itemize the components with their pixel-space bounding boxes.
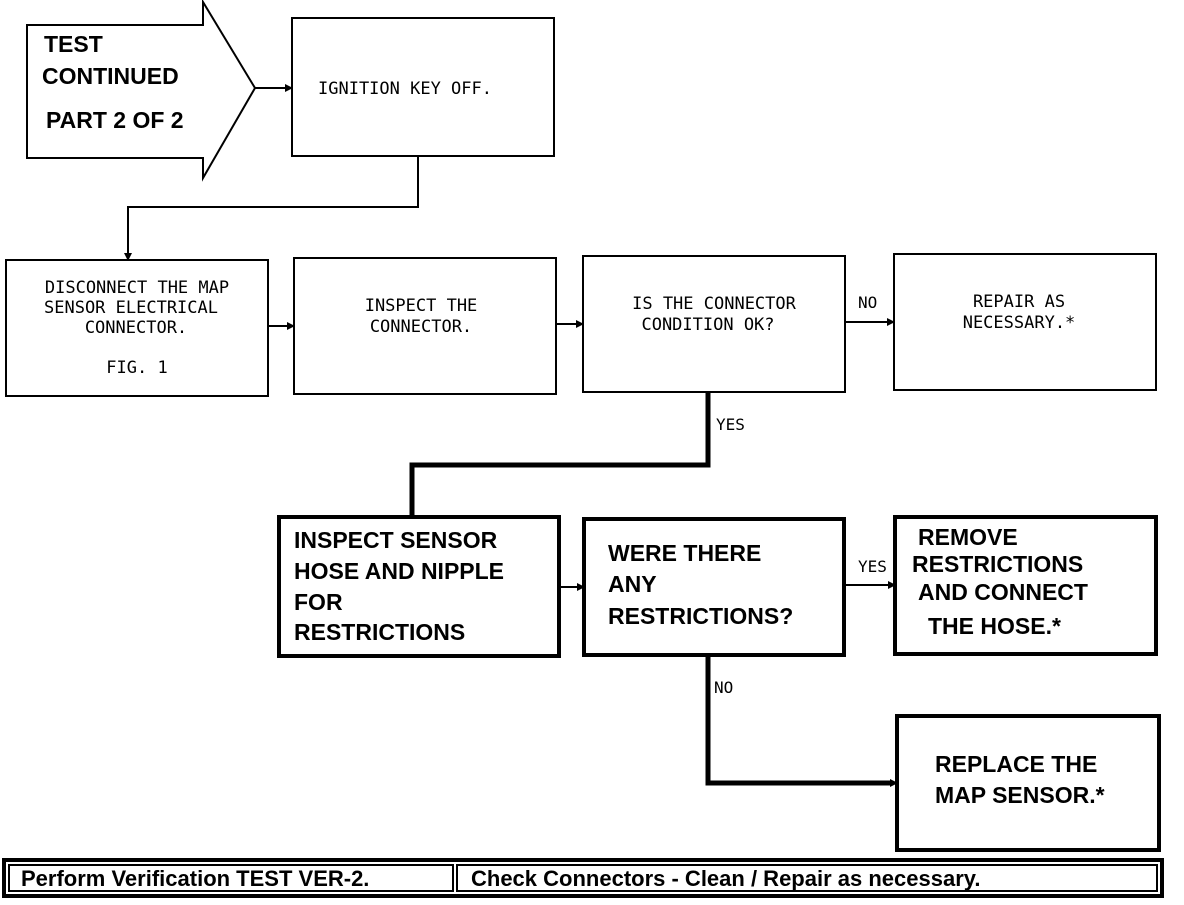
inspect-hose-line-2: HOSE AND NIPPLE bbox=[294, 558, 504, 584]
connector-ok-line-2: CONDITION OK? bbox=[641, 315, 774, 335]
connector-condition-box: IS THE CONNECTOR CONDITION OK? bbox=[582, 255, 846, 393]
arrow-connectors bbox=[559, 581, 898, 787]
connector-ok-line-1: IS THE CONNECTOR bbox=[632, 294, 797, 314]
inspect-connector-line-1: INSPECT THE bbox=[365, 296, 478, 316]
inspect-hose-line-3: FOR bbox=[294, 589, 343, 615]
disconnect-map-sensor-box: DISCONNECT THE MAP SENSOR ELECTRICAL CON… bbox=[5, 259, 269, 397]
inspect-hose-line-4: RESTRICTIONS bbox=[294, 619, 465, 645]
replace-map-sensor-box: REPLACE THE MAP SENSOR.* bbox=[895, 714, 1161, 852]
label-yes-connector: YES bbox=[716, 415, 745, 434]
replace-line-2: MAP SENSOR.* bbox=[935, 782, 1105, 808]
were-there-restrictions-box: WERE THERE ANY RESTRICTIONS? bbox=[582, 517, 846, 657]
ignition-key-off-box: IGNITION KEY OFF. bbox=[291, 17, 555, 157]
remove-restrictions-box: REMOVE RESTRICTIONS AND CONNECT THE HOSE… bbox=[893, 515, 1158, 656]
connector-ignition-to-disconnect bbox=[124, 156, 419, 261]
start-line-3: PART 2 OF 2 bbox=[46, 107, 184, 133]
label-no-restrictions: NO bbox=[714, 678, 733, 697]
footer-bar: Perform Verification TEST VER-2. Check C… bbox=[2, 858, 1164, 898]
thick-connectors bbox=[409, 392, 892, 786]
inspect-connector-box: INSPECT THE CONNECTOR. bbox=[293, 257, 557, 395]
inspect-sensor-hose-box: INSPECT SENSOR HOSE AND NIPPLE FOR RESTR… bbox=[277, 515, 561, 658]
disconnect-line-3: CONNECTOR. bbox=[85, 318, 187, 338]
footer-verification-text: Perform Verification TEST VER-2. bbox=[21, 866, 369, 891]
remove-line-1: REMOVE bbox=[918, 524, 1018, 550]
start-line-1: TEST bbox=[44, 31, 103, 57]
label-yes-restrictions: YES bbox=[858, 557, 887, 576]
start-arrow: TEST CONTINUED PART 2 OF 2 bbox=[26, 0, 257, 182]
replace-line-1: REPLACE THE bbox=[935, 751, 1097, 777]
connector-yes-to-inspect-hose bbox=[409, 392, 711, 517]
thin-connectors bbox=[124, 84, 895, 330]
repair-line-1: REPAIR AS bbox=[973, 292, 1065, 312]
disconnect-line-4: FIG. 1 bbox=[106, 358, 167, 378]
inspect-connector-line-2: CONNECTOR. bbox=[370, 317, 472, 337]
disconnect-line-1: DISCONNECT THE MAP bbox=[45, 278, 229, 298]
restrictions-line-3: RESTRICTIONS? bbox=[608, 603, 793, 629]
label-no-repair: NO bbox=[858, 293, 877, 312]
repair-as-necessary-box: REPAIR AS NECESSARY.* bbox=[893, 253, 1157, 391]
restrictions-line-1: WERE THERE bbox=[608, 540, 761, 566]
remove-line-4: THE HOSE.* bbox=[928, 613, 1061, 639]
restrictions-line-2: ANY bbox=[608, 571, 657, 597]
start-line-2: CONTINUED bbox=[42, 63, 179, 89]
remove-line-2: RESTRICTIONS bbox=[912, 551, 1083, 577]
connector-no-to-replace bbox=[705, 655, 892, 786]
remove-line-3: AND CONNECT bbox=[918, 579, 1088, 605]
disconnect-line-2: SENSOR ELECTRICAL bbox=[44, 298, 218, 318]
inspect-hose-line-1: INSPECT SENSOR bbox=[294, 527, 498, 553]
ignition-text: IGNITION KEY OFF. bbox=[318, 79, 492, 99]
footer-check-connectors-text: Check Connectors - Clean / Repair as nec… bbox=[471, 866, 980, 891]
repair-line-2: NECESSARY.* bbox=[963, 313, 1076, 333]
